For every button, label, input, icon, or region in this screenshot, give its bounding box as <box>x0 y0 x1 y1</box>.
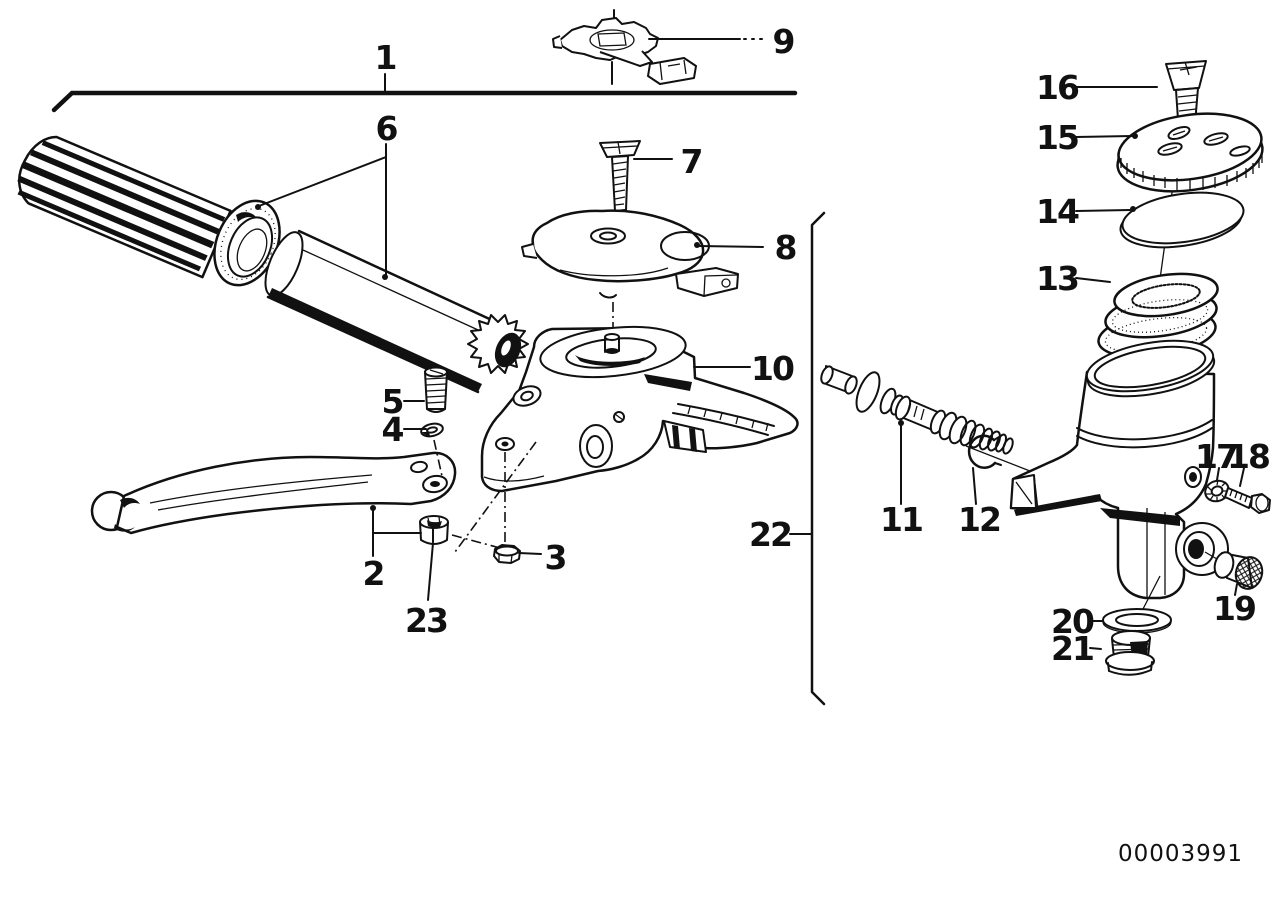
handle-grip-6 <box>17 135 281 287</box>
circlip-12 <box>967 434 1002 469</box>
part-label-15: 15 <box>1036 118 1078 157</box>
diaphragm-14 <box>1119 191 1245 249</box>
washer-17 <box>1204 479 1230 503</box>
part-label-18: 18 <box>1227 437 1269 476</box>
part-label-1: 1 <box>375 38 396 77</box>
part-label-16: 16 <box>1036 68 1079 107</box>
part-label-5: 5 <box>382 382 403 421</box>
reservoir-body <box>1009 339 1229 600</box>
part-label-6: 6 <box>376 109 398 148</box>
part-label-7: 7 <box>681 142 702 181</box>
part-labels: 1 2 3 4 5 6 7 8 9 10 11 12 13 14 15 16 1… <box>363 22 1271 668</box>
brake-lever-2 <box>90 451 457 535</box>
part-label-10: 10 <box>751 349 794 388</box>
part-label-19: 19 <box>1213 589 1255 628</box>
drawing-number: 00003991 <box>1118 841 1243 867</box>
part-label-22: 22 <box>749 515 791 554</box>
part-label-11: 11 <box>880 500 922 539</box>
part-label-23: 23 <box>405 601 447 640</box>
part-label-2: 2 <box>363 554 384 593</box>
bushing-23 <box>419 515 449 545</box>
piston-assembly-11 <box>820 365 1049 479</box>
housing-10 <box>451 325 799 553</box>
throttle-tube-6 <box>264 229 529 394</box>
part-label-17: 17 <box>1195 437 1237 476</box>
part-label-21: 21 <box>1051 629 1093 668</box>
assembly-bracket-1 <box>51 73 798 113</box>
part-label-13: 13 <box>1036 259 1078 298</box>
cover-plate-8 <box>521 209 739 338</box>
banjo-bolt-21 <box>1105 629 1155 676</box>
assembly-bracket-22 <box>810 211 826 706</box>
plug-19 <box>1204 551 1264 590</box>
part-label-9: 9 <box>773 22 794 61</box>
part-label-4: 4 <box>382 410 404 449</box>
nut-3 <box>493 544 521 564</box>
part-label-8: 8 <box>775 228 796 267</box>
reservoir-cap-15 <box>1116 112 1264 193</box>
washer-4 <box>420 422 444 477</box>
leader-lines <box>255 38 1245 650</box>
switch-assembly-9 <box>552 9 697 85</box>
part-label-14: 14 <box>1036 192 1079 231</box>
part-label-3: 3 <box>545 538 566 577</box>
bolt-18 <box>1224 487 1271 514</box>
part-label-12: 12 <box>958 500 1000 539</box>
part-label-20: 20 <box>1051 602 1094 641</box>
master-cylinder-22-group <box>1009 60 1271 676</box>
bellows-gasket-13 <box>1097 272 1219 359</box>
screw-5 <box>424 366 448 413</box>
